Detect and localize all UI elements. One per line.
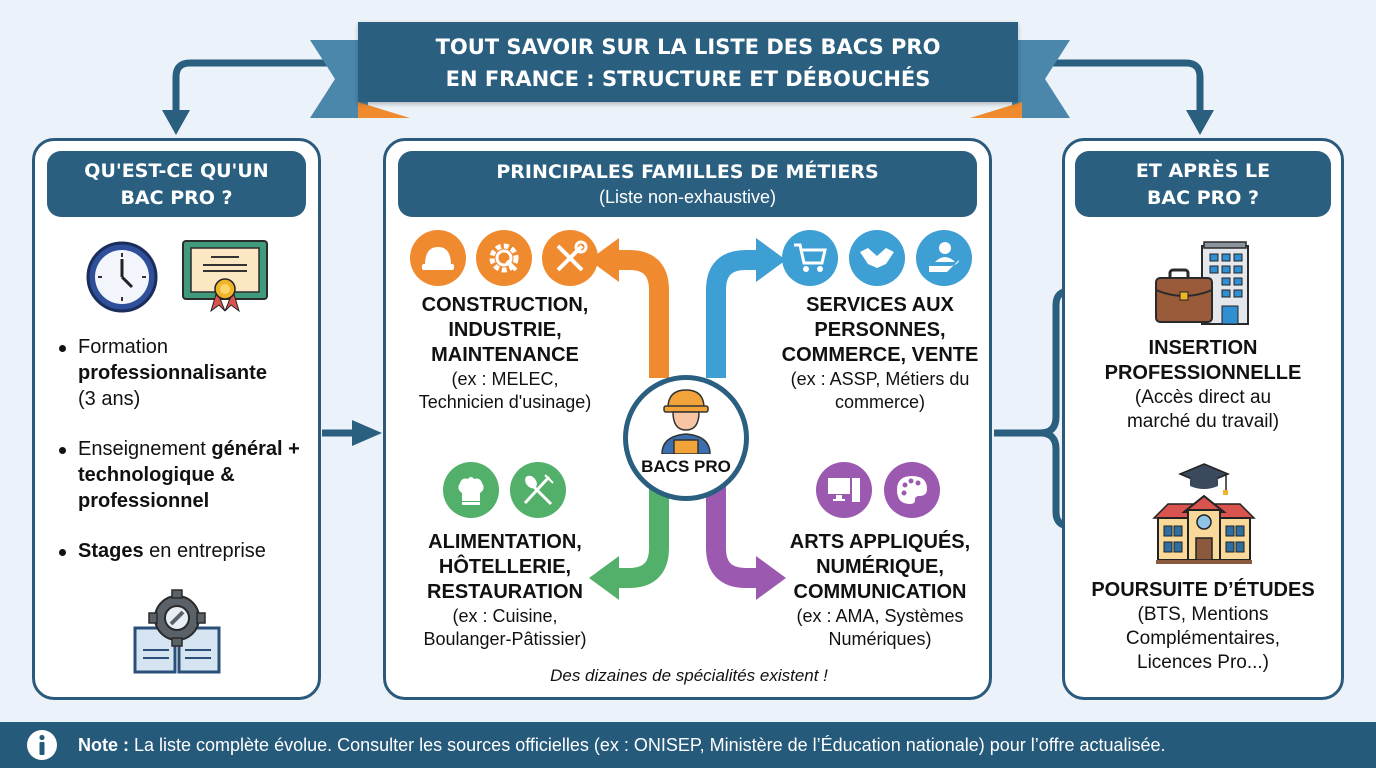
right-panel-header: ET APRÈS LE BAC PRO ? xyxy=(1075,151,1331,217)
page-title: TOUT SAVOIR SUR LA LISTE DES BACS PRO EN… xyxy=(358,22,1018,102)
outcome-further-studies: POURSUITE D’ÉTUDES (BTS, Mentions Complé… xyxy=(1091,579,1315,673)
clock-icon xyxy=(86,241,158,313)
hub-label: BACS PRO xyxy=(641,457,731,476)
worker-icon xyxy=(661,389,711,455)
title-line-1: TOUT SAVOIR SUR LA LISTE DES BACS PRO xyxy=(435,35,941,59)
family-services: SERVICES AUX PERSONNES, COMMERCE, VENTE … xyxy=(781,294,979,412)
handshake-icon xyxy=(849,230,905,286)
feature-item: Enseignement général + technologique & p… xyxy=(56,436,316,514)
briefcase-building-icon xyxy=(1155,241,1249,325)
footer-note-text: La liste complète évolue. Consulter les … xyxy=(129,735,1166,755)
tools-icon xyxy=(542,230,598,286)
gear-wrench-icon xyxy=(476,230,532,286)
family-construction: CONSTRUCTION, INDUSTRIE, MAINTENANCE (ex… xyxy=(418,294,592,412)
gear-book-icon xyxy=(133,589,221,674)
computer-icon xyxy=(816,462,872,518)
person-care-icon xyxy=(916,230,972,286)
diploma-icon xyxy=(182,240,268,313)
footer-note: Note : La liste complète évolue. Consult… xyxy=(0,722,1376,768)
ribbon-tails xyxy=(310,40,1070,118)
center-panel-header: PRINCIPALES FAMILLES DE MÉTIERS (Liste n… xyxy=(398,151,977,217)
chef-hat-icon xyxy=(443,462,499,518)
family-food-hospitality: ALIMENTATION, HÔTELLERIE, RESTAURATION (… xyxy=(423,531,587,649)
footer-note-label: Note : xyxy=(78,735,129,755)
school-graduation-icon xyxy=(1152,463,1256,564)
left-panel-header: QU'EST-CE QU'UN BAC PRO ? xyxy=(47,151,306,217)
family-arts-digital: ARTS APPLIQUÉS, NUMÉRIQUE, COMMUNICATION… xyxy=(789,531,971,649)
palette-icon xyxy=(884,462,940,518)
feature-item: Stages en entreprise xyxy=(56,538,316,564)
outcome-employment: INSERTION PROFESSIONNELLE (Accès direct … xyxy=(1104,337,1302,432)
specialties-footnote: Des dizaines de spécialités existent ! xyxy=(550,666,828,685)
family-branch-arrows xyxy=(589,238,786,600)
info-icon xyxy=(27,730,57,760)
shopping-cart-icon xyxy=(782,230,838,286)
title-line-2: EN FRANCE : STRUCTURE ET DÉBOUCHÉS xyxy=(445,67,931,91)
hard-hat-icon xyxy=(410,230,466,286)
fork-spoon-icon xyxy=(510,462,566,518)
bacs-pro-hub: BACS PRO xyxy=(623,375,749,501)
after-bac-pro-panel xyxy=(1062,138,1344,700)
